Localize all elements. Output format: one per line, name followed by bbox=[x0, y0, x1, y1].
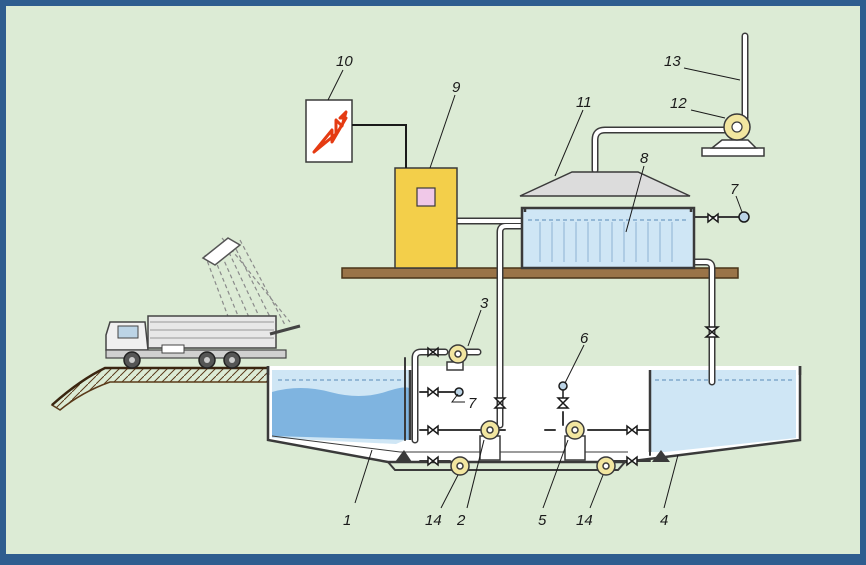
label-3: 3 bbox=[480, 295, 489, 312]
control-cabinet-9 bbox=[394, 167, 458, 269]
pumps bbox=[446, 344, 616, 476]
power-source-10 bbox=[305, 99, 353, 163]
label-13: 13 bbox=[664, 53, 681, 70]
sensor-6 bbox=[558, 381, 568, 391]
callout-labels: 1 2 3 4 5 6 7 7 8 9 10 11 12 13 14 14 bbox=[336, 53, 739, 529]
tank-4 bbox=[648, 370, 796, 452]
leader-lines bbox=[327, 67, 743, 509]
label-5: 5 bbox=[538, 512, 547, 529]
baffle-right bbox=[652, 450, 670, 462]
label-10: 10 bbox=[336, 53, 353, 70]
dump-truck bbox=[105, 237, 301, 369]
exhaust-hood-11 bbox=[519, 171, 691, 197]
label-7-bottom: 7 bbox=[468, 395, 477, 412]
background bbox=[6, 6, 860, 554]
platform-shelf bbox=[341, 267, 739, 279]
pipes bbox=[404, 32, 749, 462]
label-11: 11 bbox=[576, 94, 592, 111]
label-1: 1 bbox=[343, 512, 351, 529]
basin-channel bbox=[387, 461, 626, 471]
sensor-7-bottom bbox=[454, 387, 464, 397]
label-6: 6 bbox=[580, 330, 589, 347]
ground-surface bbox=[51, 366, 270, 406]
fan-12 bbox=[701, 113, 765, 157]
power-cable bbox=[352, 124, 407, 168]
label-8: 8 bbox=[640, 150, 649, 167]
label-14-right: 14 bbox=[576, 512, 593, 529]
tank-1 bbox=[271, 370, 628, 453]
label-7-top: 7 bbox=[730, 181, 739, 198]
tank-8 bbox=[520, 206, 696, 270]
sensors bbox=[454, 211, 750, 397]
label-12: 12 bbox=[670, 95, 687, 112]
label-4: 4 bbox=[660, 512, 668, 529]
baffle-left bbox=[395, 450, 412, 462]
valves bbox=[427, 212, 721, 467]
label-14-left: 14 bbox=[425, 512, 442, 529]
label-2: 2 bbox=[456, 512, 466, 529]
label-9: 9 bbox=[452, 79, 461, 96]
sensor-7-top bbox=[738, 211, 750, 223]
